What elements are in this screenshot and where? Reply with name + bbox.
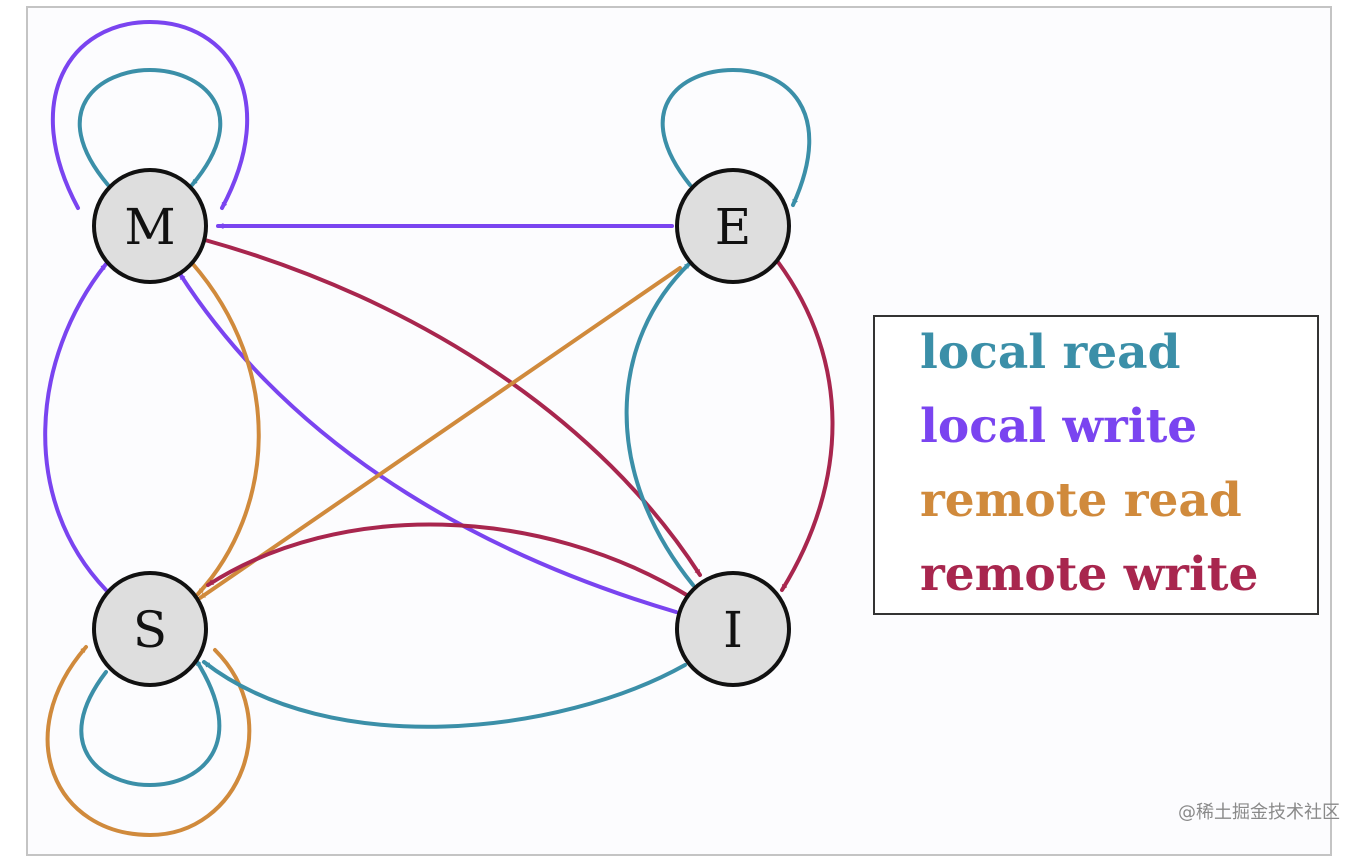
edge-e-to-s-remote-read: [198, 266, 682, 600]
edge-m-to-s-remote-read: [190, 261, 261, 596]
edge-e-to-i-remote-write: [776, 260, 835, 592]
edge-i-to-e-local-read: [624, 261, 695, 587]
edge-i-to-s-local-read: [202, 660, 687, 729]
node-e-label: E: [715, 198, 752, 256]
node-m-label: M: [124, 198, 175, 256]
edge-e-self-local-read: [660, 67, 812, 207]
legend: local read local write remote read remot…: [873, 315, 1319, 615]
edge-s-self-remote-read: [45, 645, 252, 838]
node-i-label: I: [723, 601, 743, 659]
edge-m-to-i-remote-write: [203, 238, 702, 577]
edge-m-self-local-read: [77, 67, 223, 187]
node-i: I: [675, 571, 791, 687]
node-s: S: [92, 571, 208, 687]
edge-s-self-local-read: [79, 658, 222, 788]
legend-local-write: local write: [920, 399, 1198, 454]
legend-local-read: local read: [920, 325, 1181, 380]
edge-s-to-m-local-write: [43, 262, 108, 592]
watermark: @稀土掘金技术社区: [1178, 802, 1340, 823]
legend-remote-write: remote write: [920, 547, 1259, 602]
edge-i-to-s-remote-write: [206, 522, 692, 599]
node-e: E: [675, 168, 791, 284]
edge-m-self-local-write: [50, 19, 250, 210]
edge-i-to-m-local-write: [178, 272, 678, 614]
node-m: M: [92, 168, 208, 284]
legend-remote-read: remote read: [920, 473, 1242, 528]
node-s-label: S: [133, 601, 167, 659]
